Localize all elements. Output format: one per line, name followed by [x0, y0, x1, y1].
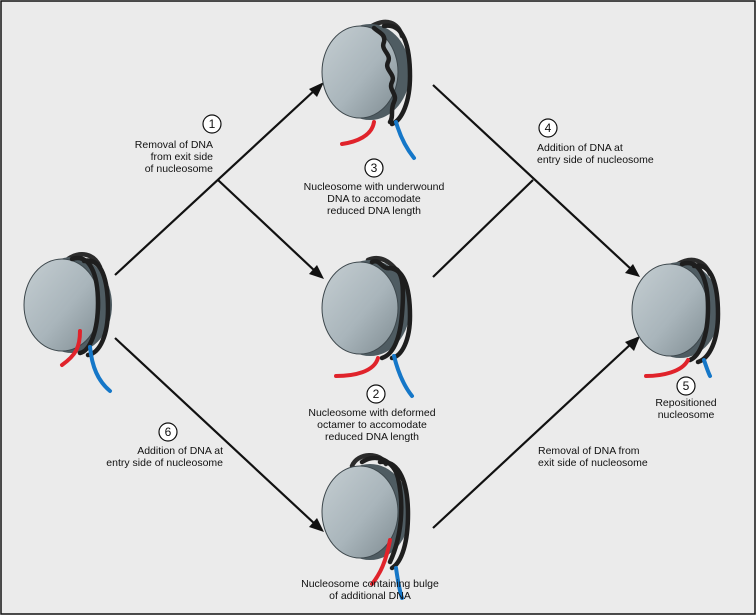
step-3: 3 Nucleosome with underwound DNA to acco…: [304, 158, 445, 217]
step-label-line: from exit side: [151, 151, 214, 163]
arrow-bottom-to-right: [432, 342, 633, 529]
arrow-left-to-bottom: [114, 337, 317, 526]
dna-exit-tail: [644, 358, 690, 378]
step-number-badge: [158, 422, 178, 442]
arrows: [114, 82, 640, 532]
step-label-line: octamer to accomodate: [317, 419, 427, 431]
arrowhead: [309, 518, 324, 532]
dna-entry-tail: [702, 358, 712, 378]
step-label-line: entry side of nucleosome: [106, 457, 223, 469]
step-label-line: DNA to accomodate: [327, 193, 421, 205]
step-number-badge: [538, 118, 558, 138]
arrowhead: [625, 264, 640, 277]
step-label-line: Addition of DNA at: [537, 142, 623, 154]
arrow-branch-to-middle: [217, 179, 317, 273]
removal-exit-label: Removal of DNA from exit side of nucleos…: [538, 445, 648, 469]
step-label-line: nucleosome: [658, 409, 715, 421]
dna-exit-tail: [370, 538, 392, 586]
bulge-label: Nucleosome containing bulge of additiona…: [301, 578, 439, 602]
dna-exit-tail: [340, 120, 376, 146]
label-line: of additional DNA: [329, 590, 411, 602]
step-number: 4: [545, 121, 552, 135]
step-number: 1: [209, 117, 216, 131]
arrow-top-to-right: [432, 84, 633, 271]
step-label-line: Repositioned: [655, 397, 716, 409]
step-4: 4 Addition of DNA at entry side of nucle…: [537, 118, 654, 166]
dna-entry-tail: [394, 120, 416, 160]
step-label-line: Addition of DNA at: [137, 445, 223, 457]
step-label-line: Removal of DNA: [135, 139, 213, 151]
step-number: 2: [373, 387, 380, 401]
step-label-line: entry side of nucleosome: [537, 154, 654, 166]
step-number: 6: [165, 425, 172, 439]
arrow-middle-to-branch: [432, 179, 534, 278]
step-number-badge: [202, 114, 222, 134]
step-label-line: Nucleosome with deformed: [308, 407, 435, 419]
dna-exit-tail: [60, 329, 82, 367]
step-5: 5 Repositioned nucleosome: [655, 376, 717, 421]
label-line: exit side of nucleosome: [538, 457, 648, 469]
nucleosome-initial: [23, 252, 112, 393]
nucleosome-underwound: [321, 19, 416, 160]
label-line: Removal of DNA from: [538, 445, 640, 457]
step-number: 5: [683, 379, 690, 393]
label-line: Nucleosome containing bulge: [301, 578, 439, 590]
arrowhead: [309, 265, 324, 279]
arrowhead: [309, 82, 324, 97]
nucleosome-deformed: [321, 255, 414, 398]
dna-entry-tail: [88, 345, 112, 393]
step-number: 3: [371, 161, 378, 175]
nucleosome-bulge: [321, 453, 411, 600]
dna-entry-tail: [394, 566, 404, 600]
step-1: 1 Removal of DNA from exit side of nucle…: [135, 114, 222, 175]
step-label-line: reduced DNA length: [327, 205, 421, 217]
step-label-line: of nucleosome: [145, 163, 213, 175]
dna-exit-tail: [334, 356, 380, 378]
step-2: 2 Nucleosome with deformed octamer to ac…: [308, 384, 436, 443]
dna-entry-tail: [392, 354, 414, 398]
arrowhead: [625, 336, 640, 351]
arrow-left-to-top: [114, 88, 317, 276]
step-number-badge: [676, 376, 696, 396]
step-number-badge: [364, 158, 384, 178]
step-label-line: Nucleosome with underwound: [304, 181, 445, 193]
nucleosome-repositioned: [631, 257, 721, 378]
step-6: 6 Addition of DNA at entry side of nucle…: [106, 422, 223, 469]
step-number-badge: [366, 384, 386, 404]
step-label-line: reduced DNA length: [325, 431, 419, 443]
